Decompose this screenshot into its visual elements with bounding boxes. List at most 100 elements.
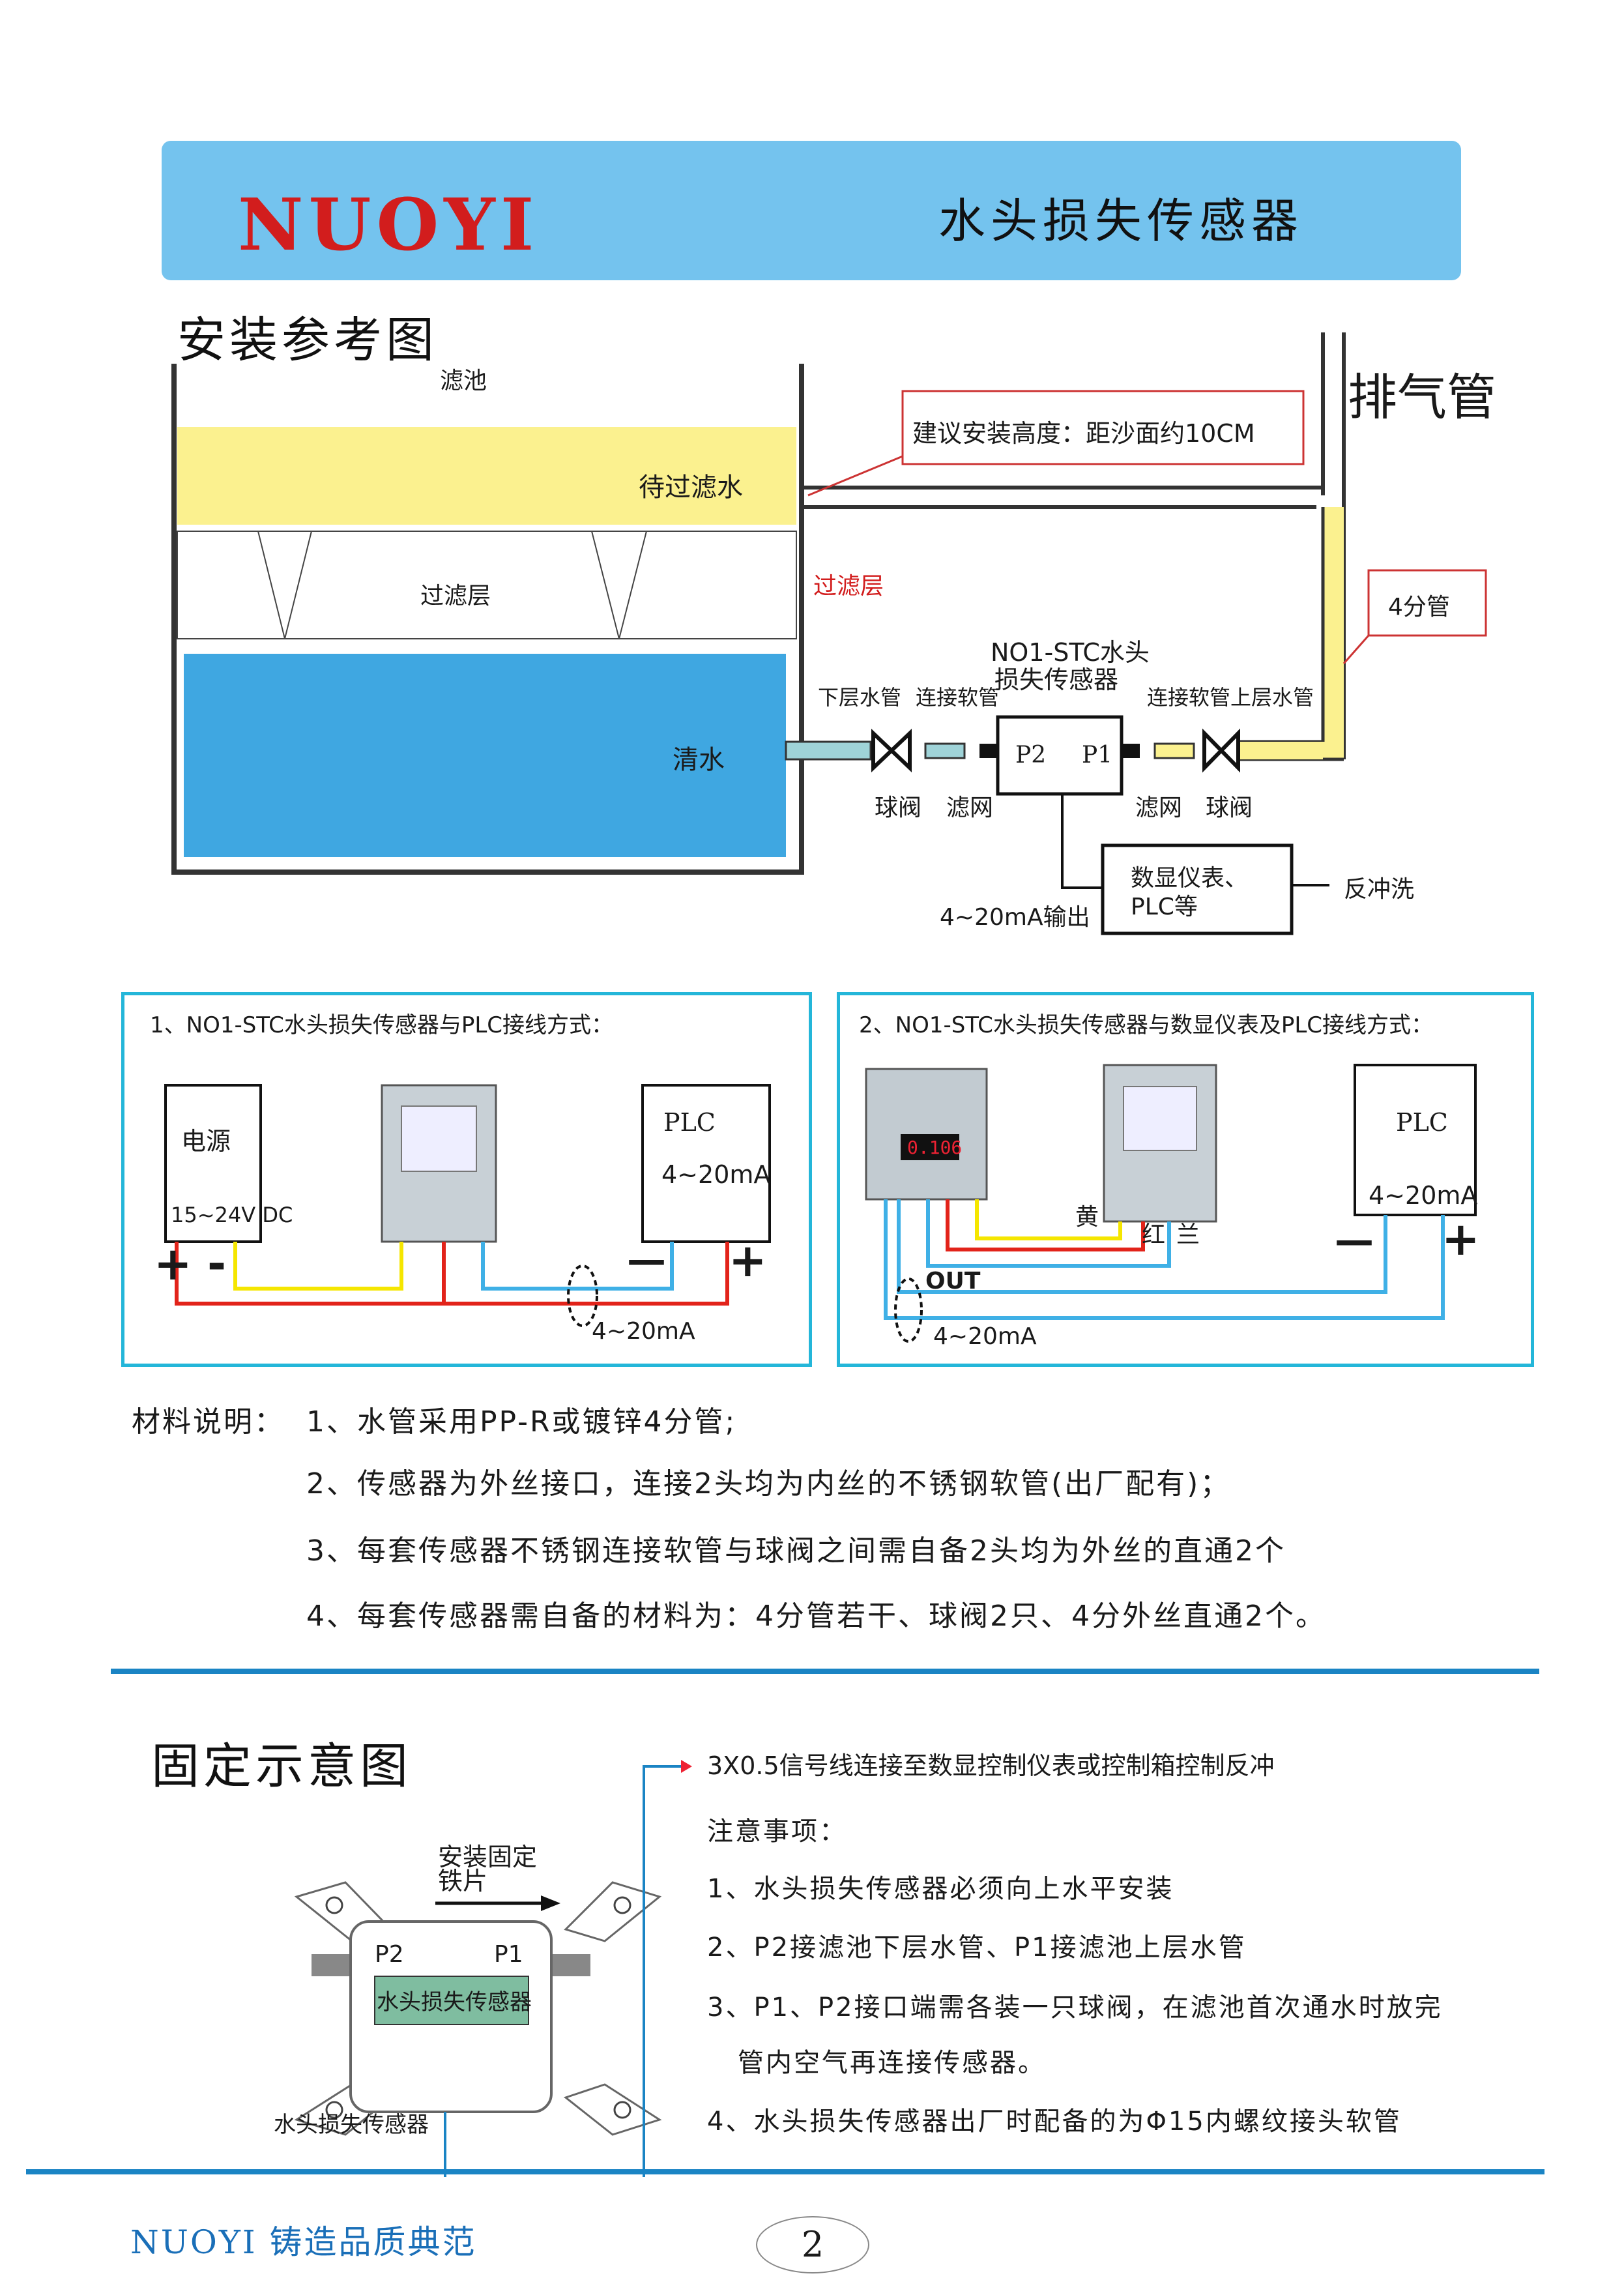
ball-valve-right-label: 球阀 <box>1206 795 1253 821</box>
header-band <box>162 141 1461 280</box>
filter-cone-left <box>257 531 312 639</box>
wire2-blue-outer <box>884 1199 1445 1320</box>
current-loop-marker <box>567 1264 598 1327</box>
ball-valve-left <box>871 729 912 772</box>
sensor-name-line2: 损失传感器 <box>994 665 1119 694</box>
hose-right <box>1153 742 1195 759</box>
water-to-filter-band <box>177 427 796 525</box>
bracket-label-1: 安装固定 <box>438 1843 538 1871</box>
note-4: 4、水头损失传感器出厂时配备的为Φ15内螺纹接头软管 <box>707 2107 1402 2137</box>
pipe-4fen-label: 4分管 <box>1388 594 1450 621</box>
footer-brand: NUOYI 铸造品质典范 <box>130 2223 477 2261</box>
bracket-label-2: 铁片 <box>438 1867 488 1895</box>
clean-water-area <box>184 654 786 857</box>
plus-right: + <box>729 1234 767 1287</box>
power-label: 电源 <box>181 1127 231 1156</box>
pipe-4fen-box <box>1367 569 1487 637</box>
note-1: 1、水头损失传感器必须向上水平安装 <box>707 1874 1174 1904</box>
plc-box-2 <box>1354 1064 1477 1216</box>
clean-water-label: 清水 <box>673 745 725 775</box>
hose-left-label: 连接软管 <box>916 685 1000 710</box>
voltage-label: 15~24V DC <box>171 1203 293 1227</box>
minus-right: — <box>627 1237 666 1283</box>
sensor-p1-label: P1 <box>1082 742 1113 768</box>
wiring-box-2 <box>837 992 1534 1367</box>
wire2-yellow <box>975 1199 1122 1240</box>
wire-blue <box>481 1242 674 1291</box>
filter-layer-label: 过滤层 <box>420 583 491 609</box>
signal-line-label: 3X0.5信号线连接至数显控制仪表或控制箱控制反冲 <box>707 1751 1275 1780</box>
wiring1-diagram <box>164 1084 771 1327</box>
plc2-label: PLC <box>1396 1108 1448 1137</box>
install-section-title: 安装参考图 <box>177 312 438 368</box>
materials-item-1: 1、水管采用PP-R或镀锌4分管; <box>306 1405 737 1439</box>
wiring1-title: 1、NO1-STC水头损失传感器与PLC接线方式： <box>150 1012 614 1038</box>
wiring2-title: 2、NO1-STC水头损失传感器与数显仪表及PLC接线方式： <box>859 1012 1434 1038</box>
fixing-caption: 水头损失传感器 <box>274 2112 429 2138</box>
lower-pipe <box>785 740 872 761</box>
fixing-p1-label: P1 <box>494 1941 523 1968</box>
plc2-minus: — <box>1335 1218 1374 1263</box>
minus-left: - <box>207 1237 227 1291</box>
filter-cone-right <box>591 531 647 639</box>
lower-pipe-label: 下层水管 <box>818 685 902 710</box>
filter-pool-label: 滤池 <box>440 368 487 394</box>
filter-net-left-label: 滤网 <box>946 795 994 821</box>
backwash-label: 反冲洗 <box>1344 876 1415 903</box>
wiring1-loop-label: 4~20mA <box>592 1318 695 1345</box>
filter-layer-red-label: 过滤层 <box>813 573 884 600</box>
notes-title: 注意事项： <box>707 1817 847 1847</box>
document-title: 水头损失传感器 <box>938 194 1304 248</box>
section-divider <box>111 1669 1539 1674</box>
recommend-height-label: 建议安装高度：距沙面约10CM <box>912 419 1255 448</box>
wiring2-loop-label: 4~20mA <box>933 1323 1037 1350</box>
filter-net-right-label: 滤网 <box>1135 795 1183 821</box>
display-line2-label: PLC等 <box>1131 894 1198 920</box>
upper-pipe-fill <box>1323 507 1344 759</box>
sensor-box <box>996 715 1124 796</box>
page-number: 2 <box>756 2216 869 2273</box>
current-loop-marker-2 <box>894 1278 923 1343</box>
note-2: 2、P2接滤池下层水管、P1接滤池上层水管 <box>707 1933 1247 1963</box>
plc1-signal-label: 4~20mA <box>661 1160 771 1189</box>
sensor-name-line1: NO1-STC水头 <box>991 638 1150 667</box>
wire-yellow <box>233 1242 403 1291</box>
sensor-label-panel <box>374 1976 529 2025</box>
wire-red-label: 红 <box>1142 1221 1166 1248</box>
display-box <box>1101 843 1294 935</box>
sensor-p2-label: P2 <box>1015 742 1047 768</box>
materials-item-4: 4、每套传感器需自备的材料为：4分管若干、球阀2只、4分外丝直通2个。 <box>306 1600 1326 1633</box>
signal-line <box>1061 794 1103 889</box>
signal-cable <box>444 1765 681 2177</box>
wiring-box-1 <box>121 992 812 1367</box>
materials-prefix: 材料说明： <box>132 1405 285 1439</box>
wire2-blue-inner <box>897 1199 1387 1294</box>
sensor-panel-label: 水头损失传感器 <box>377 1989 532 2015</box>
plc1-label: PLC <box>663 1108 716 1137</box>
fixing-diagram <box>294 1760 692 2177</box>
ball-valve-left-label: 球阀 <box>875 795 922 821</box>
display-line1-label: 数显仪表、 <box>1131 865 1249 892</box>
wiring2-diagram <box>865 1064 1477 1343</box>
water-to-filter-label: 待过滤水 <box>639 473 743 503</box>
meter-reading: 0.106 <box>907 1137 963 1158</box>
fixing-p2-label: P2 <box>375 1941 404 1968</box>
install-diagram <box>171 332 1487 935</box>
materials-item-3: 3、每套传感器不锈钢连接软管与球阀之间需自备2头均为外丝的直通2个 <box>306 1534 1286 1568</box>
plc-box-1 <box>641 1084 771 1243</box>
recommend-box <box>901 390 1305 465</box>
hose-left <box>924 742 966 759</box>
tank-outline <box>171 364 804 875</box>
out-label: OUT <box>925 1268 981 1294</box>
wire-yellow-label: 黄 <box>1075 1204 1099 1231</box>
ball-valve-right <box>1202 728 1240 773</box>
plus-left: + <box>154 1237 192 1291</box>
materials-item-2: 2、传感器为外丝接口，连接2头均为内丝的不锈钢软管(出厂配有)； <box>306 1467 1231 1500</box>
note-3-cont: 管内空气再连接传感器。 <box>738 2048 1046 2078</box>
footer-divider <box>26 2169 1544 2174</box>
wire-blue-label: 兰 <box>1176 1221 1200 1248</box>
wire2-red <box>946 1199 1145 1251</box>
plc2-plus: + <box>1442 1212 1480 1266</box>
wire-red <box>175 1242 729 1306</box>
hose-right-label: 连接软管 <box>1147 685 1231 710</box>
